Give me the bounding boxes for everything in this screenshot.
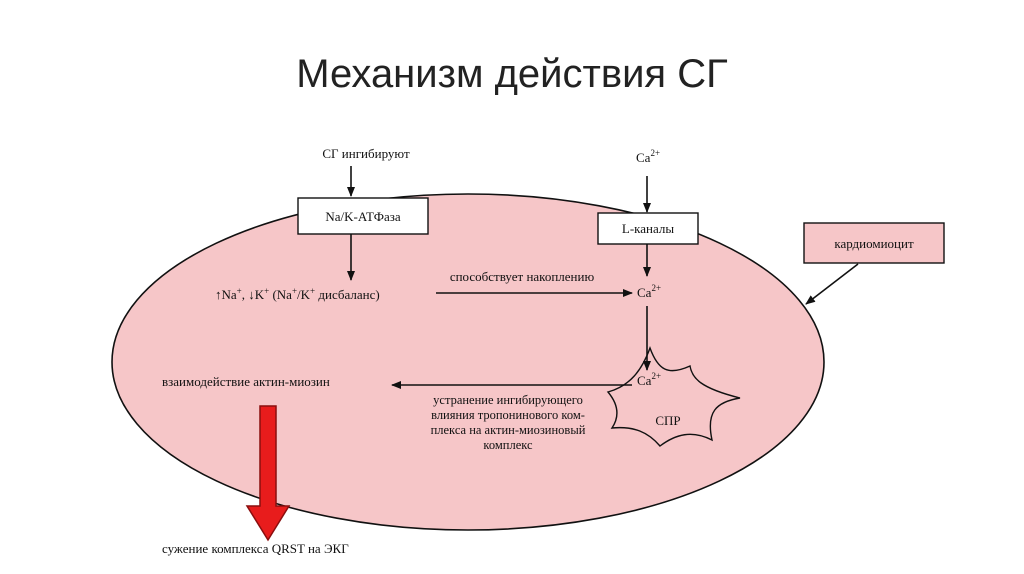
cardiomyocyte-label: кардиомиоцит: [834, 236, 914, 251]
down-arrow-glyph: ↓: [248, 287, 255, 302]
actin-myosin-label: взаимодействие актин-миозин: [162, 374, 330, 389]
l-channels-label: L-каналы: [622, 221, 674, 236]
l-channels-box: [597, 212, 699, 245]
elimination-line-3: плекса на актин-миозиновый: [431, 423, 586, 437]
qrst-narrowing-label: сужение комплекса QRST на ЭКГ: [162, 541, 349, 556]
ca-spr-label: Ca2+: [637, 371, 661, 388]
elimination-line-1: устранение ингибирующего: [433, 393, 583, 407]
na-k-atpase-label: Na/K-АТФаза: [325, 209, 401, 224]
elimination-line-2: влияния тропонинового ком-: [431, 408, 585, 422]
cardiomyocyte-box: [803, 222, 945, 264]
arrow-cardiomyocyte-pointer: [805, 263, 859, 305]
red-down-arrow: [245, 405, 291, 542]
ca-outside-label: Ca2+: [636, 148, 660, 165]
na-k-atpase-box: [297, 197, 429, 235]
up-arrow-glyph: ↑: [215, 287, 222, 302]
promotes-accumulation-label: способствует накоплению: [450, 269, 595, 284]
ion-imbalance-label: ↑Na+, ↓K+ (Na+/K+ дисбаланс): [215, 286, 380, 302]
spr-shape: [606, 345, 741, 447]
spr-label: СПР: [655, 413, 680, 428]
page-title: Механизм действия СГ: [296, 52, 728, 96]
ca-intracellular-label: Ca2+: [637, 283, 661, 300]
cardiomyocyte-cell: [111, 193, 825, 531]
sg-inhibit-label: СГ ингибируют: [322, 146, 410, 161]
elimination-line-4: комплекс: [483, 438, 533, 452]
